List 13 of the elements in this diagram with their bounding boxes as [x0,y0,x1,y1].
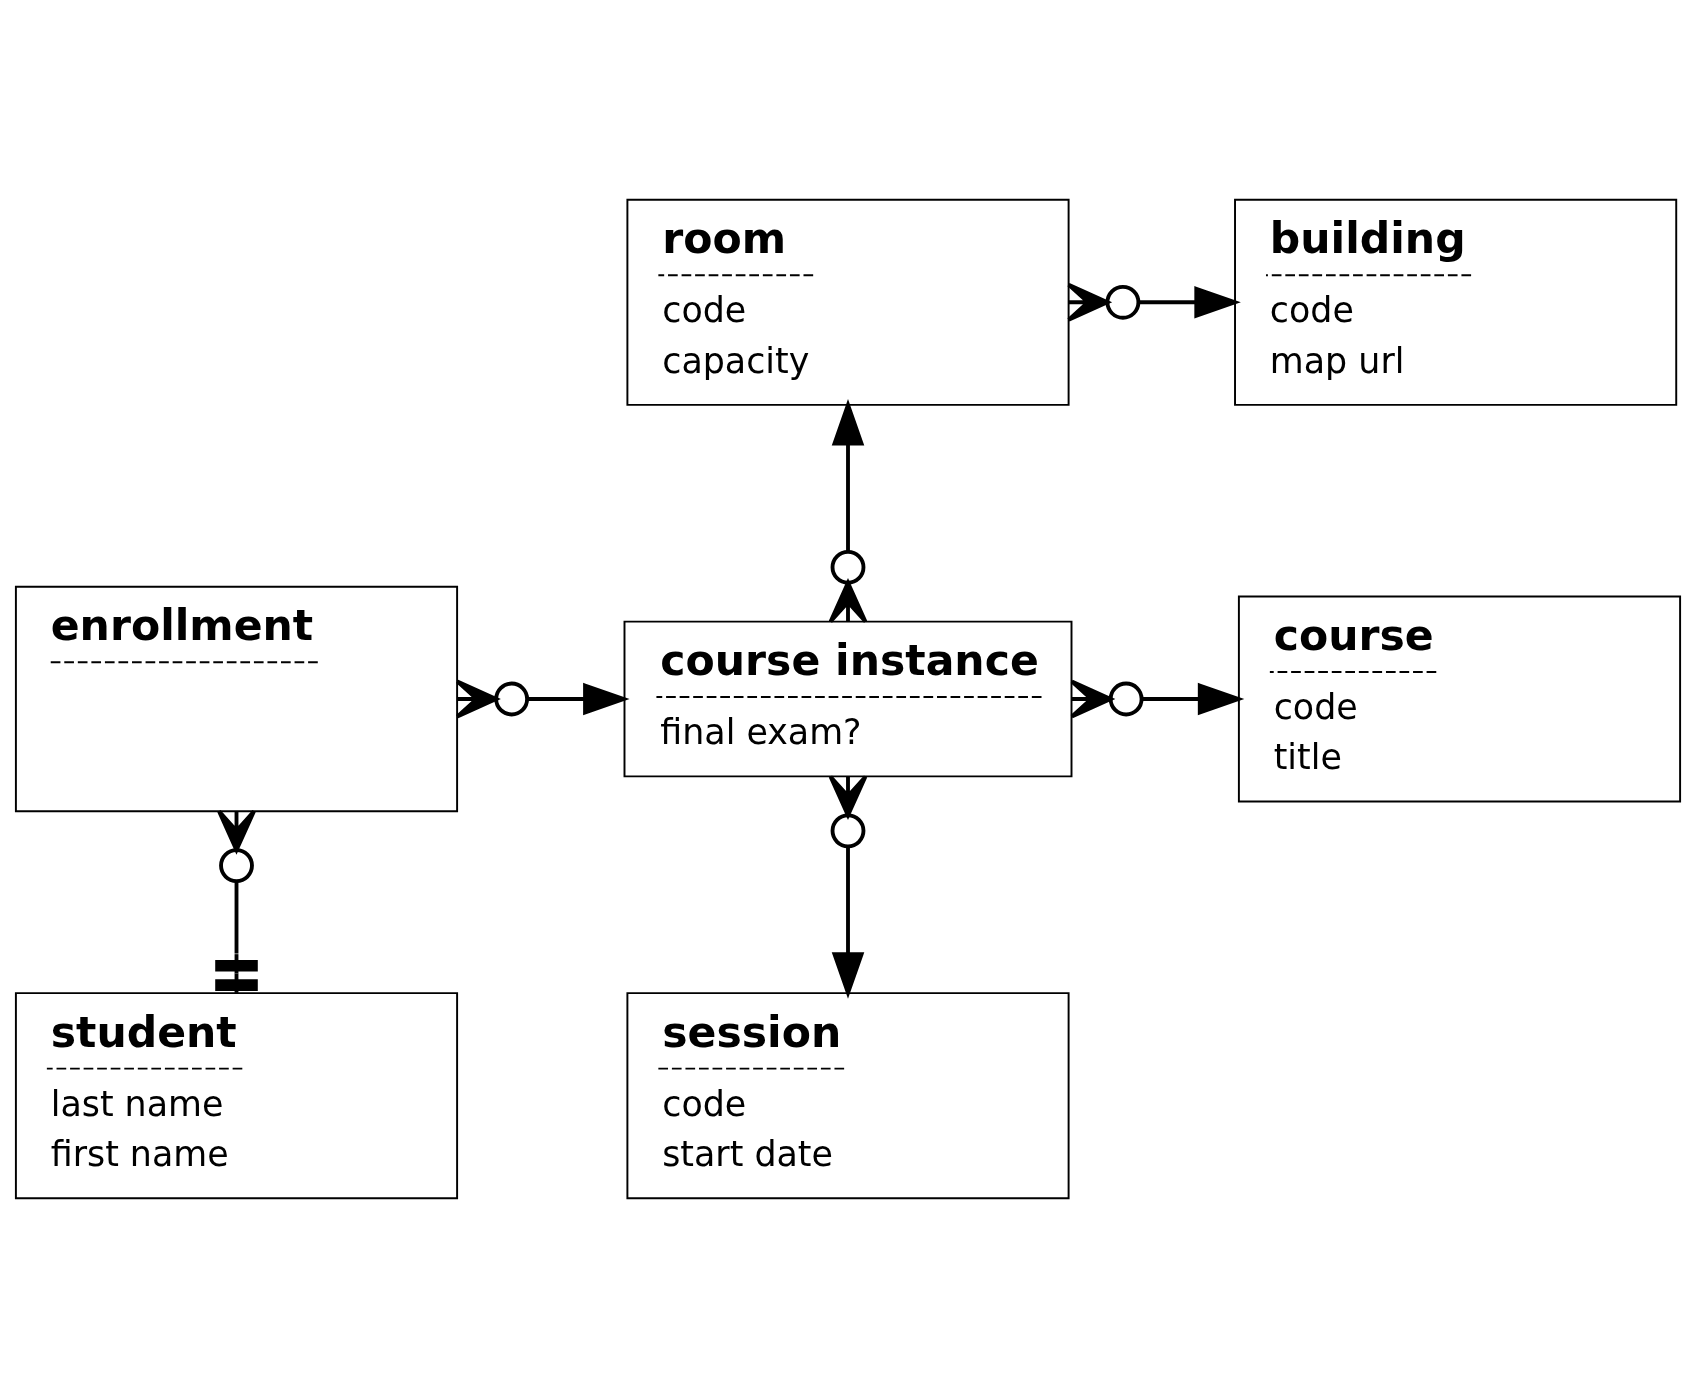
connector [215,809,258,993]
node-box: student last name first name [14,992,459,1200]
node-box: course code title [1237,595,1682,803]
arrow [1070,679,1245,719]
arrow [1066,282,1241,322]
arrow [828,774,868,999]
node-box: course instance final exam? [623,620,1073,778]
node-box: session code start date [626,992,1070,1200]
arrow [455,679,630,719]
node-box: building code map url [1234,198,1678,406]
arrow [828,399,868,624]
node-box: enrollment [14,585,459,813]
node-box: room code capacity [626,198,1070,406]
